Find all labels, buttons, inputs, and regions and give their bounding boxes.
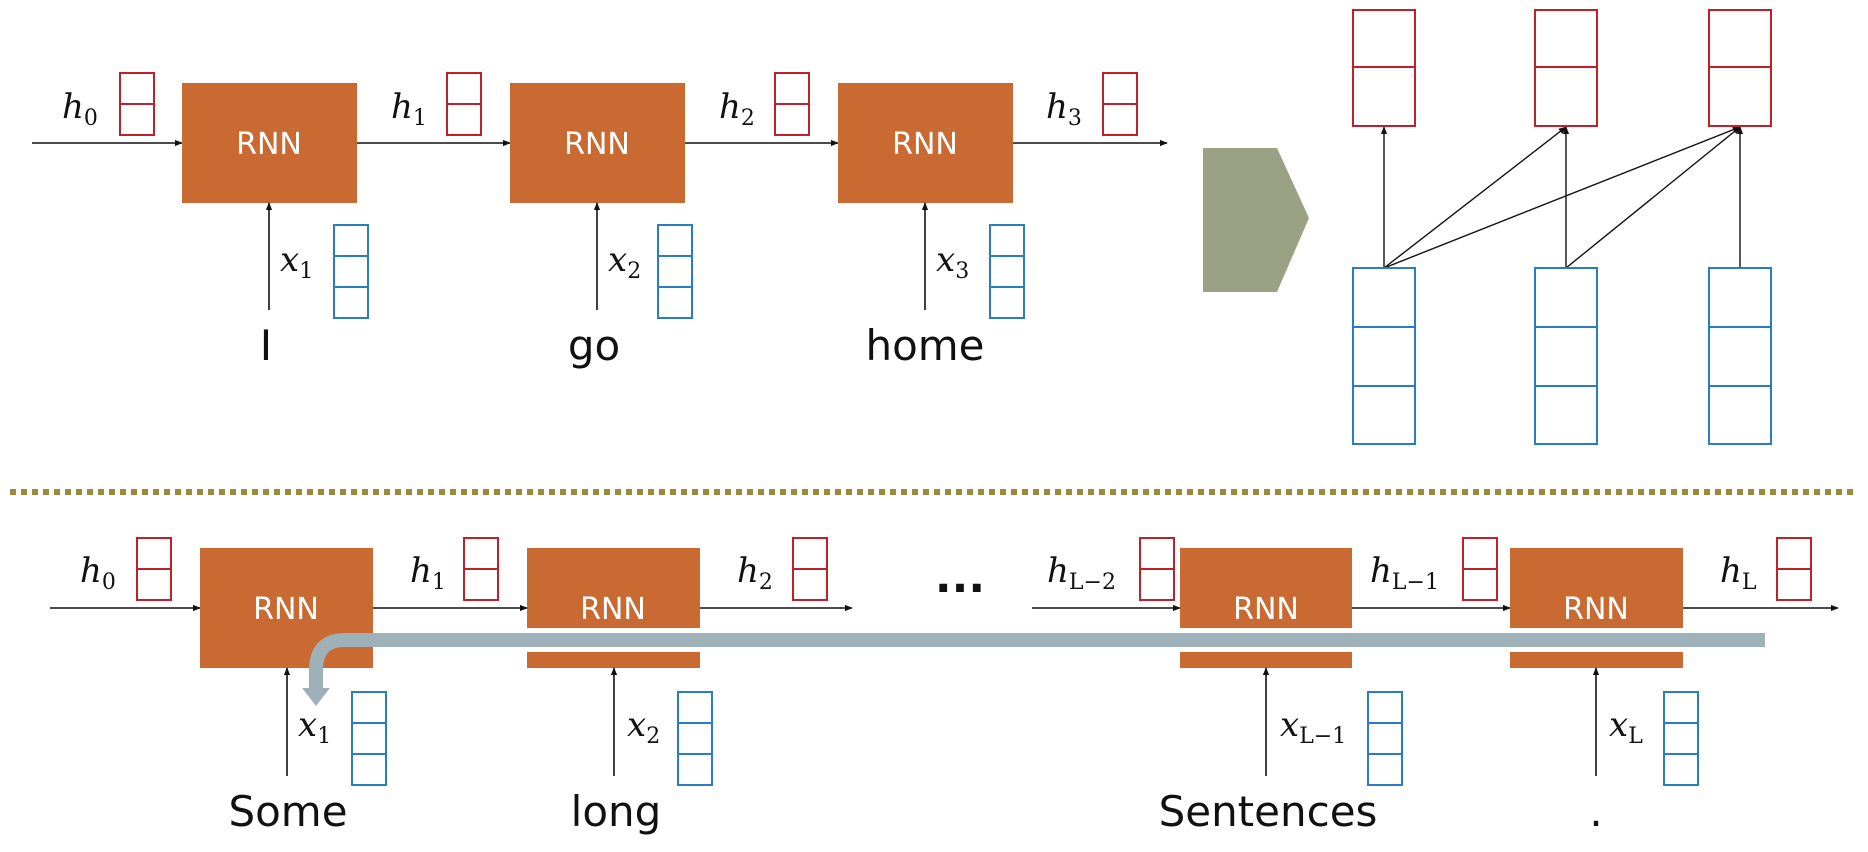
bottom-hidden-label-hL: hL — [1720, 551, 1757, 595]
bottom-input-label-x1: x1 — [298, 705, 331, 749]
edge-1-3 — [1383, 126, 1741, 269]
hidden-vector-h0 — [119, 72, 155, 136]
input-label-x3: x3 — [936, 240, 969, 284]
word-home: home — [865, 321, 984, 370]
output-vector-1 — [1352, 9, 1416, 127]
rnn-label: RNN — [564, 127, 630, 162]
long-dependency-path — [309, 633, 1765, 690]
top-rnn-cell-3: RNN — [838, 83, 1013, 203]
bottom-rnn-cell-2: RNN — [527, 548, 700, 668]
word-period: . — [1589, 787, 1602, 836]
rnn-label: RNN — [253, 592, 319, 627]
bottom-hidden-label-hL1: hL−1 — [1370, 551, 1439, 595]
bottom-hidden-label-h2: h2 — [737, 551, 773, 595]
bottom-input-vector-x1 — [351, 691, 387, 786]
hidden-state-label-h2: h2 — [719, 87, 755, 131]
rnn-label: RNN — [580, 592, 646, 627]
input-label-x2: x2 — [608, 240, 641, 284]
graph-input-vector-2 — [1534, 267, 1598, 445]
input-label-x1: x1 — [280, 240, 313, 284]
bottom-rnn-cell-L: RNN — [1510, 548, 1683, 668]
bottom-hidden-vector-hL — [1776, 537, 1812, 601]
hidden-vector-h1 — [446, 72, 482, 136]
rnn-label: RNN — [1233, 592, 1299, 627]
word-go: go — [568, 321, 620, 370]
bottom-hidden-label-hL2: hL−2 — [1047, 551, 1116, 595]
long-dependency-arrowhead — [302, 688, 330, 706]
bottom-rnn-cell-L-1: RNN — [1180, 548, 1352, 668]
input-vector-x1 — [333, 224, 369, 319]
edge-2-3 — [1565, 126, 1741, 269]
hidden-vector-h3 — [1102, 72, 1138, 136]
input-vector-x2 — [657, 224, 693, 319]
rnn-label: RNN — [1563, 592, 1629, 627]
graph-input-vector-1 — [1352, 267, 1416, 445]
bottom-hidden-vector-h1 — [463, 537, 499, 601]
rnn-label: RNN — [236, 127, 302, 162]
hidden-state-label-h3: h3 — [1046, 87, 1082, 131]
bottom-long-sequence-rnn: RNN RNN RNN RNN ... h0 h1 h2 hL−2 hL−1 h… — [50, 537, 1839, 836]
hidden-state-label-h1: h1 — [391, 87, 427, 131]
transform-arrow-icon — [1203, 148, 1309, 292]
word-Some: Some — [228, 787, 347, 836]
bottom-input-label-xL: xL — [1609, 705, 1643, 749]
word-Sentences: Sentences — [1159, 787, 1378, 836]
word-I: I — [260, 321, 272, 370]
hidden-state-label-h0: h0 — [62, 87, 98, 131]
bottom-input-vector-xL — [1663, 691, 1699, 786]
bottom-hidden-vector-hL1 — [1462, 537, 1498, 601]
bottom-hidden-vector-hL2 — [1139, 537, 1175, 601]
top-unrolled-rnn: RNN RNN RNN h0 h1 h2 h3 — [32, 72, 1168, 370]
word-long: long — [571, 787, 662, 836]
bottom-hidden-vector-h0 — [136, 537, 172, 601]
bottom-input-label-x2: x2 — [627, 705, 660, 749]
input-vector-x3 — [989, 224, 1025, 319]
bottom-rnn-cell-1: RNN — [200, 548, 373, 668]
bottom-input-label-xL1: xL−1 — [1280, 705, 1346, 749]
ellipsis: ... — [935, 552, 985, 603]
bottom-hidden-label-h1: h1 — [410, 551, 446, 595]
output-vector-3 — [1708, 9, 1772, 127]
attention-style-graph — [1352, 9, 1772, 445]
bottom-hidden-label-h0: h0 — [80, 551, 116, 595]
rnn-label: RNN — [892, 127, 958, 162]
edge-1-2 — [1383, 126, 1567, 269]
top-rnn-cell-2: RNN — [510, 83, 685, 203]
graph-input-vector-3 — [1708, 267, 1772, 445]
top-rnn-cell-1: RNN — [182, 83, 357, 203]
bottom-input-vector-x2 — [677, 691, 713, 786]
bottom-hidden-vector-h2 — [792, 537, 828, 601]
hidden-vector-h2 — [774, 72, 810, 136]
output-vector-2 — [1534, 9, 1598, 127]
bottom-input-vector-xL1 — [1367, 691, 1403, 786]
